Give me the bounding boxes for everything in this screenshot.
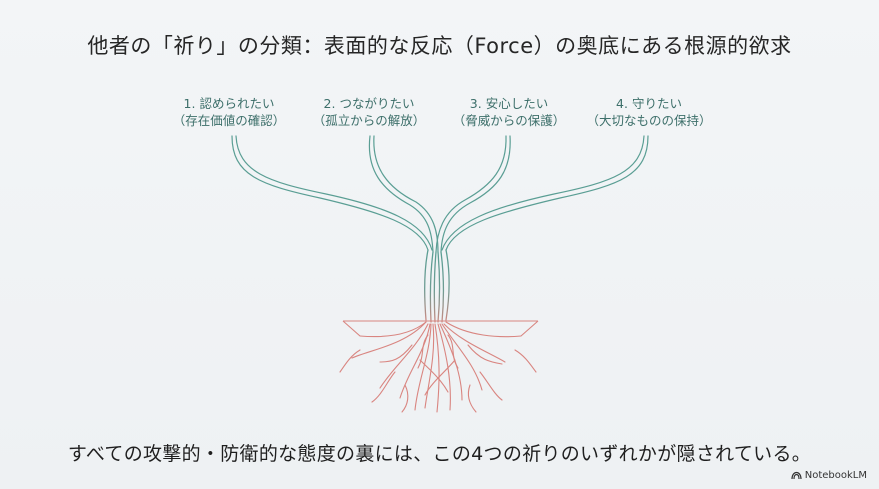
- summary-caption: すべての攻撃的・防衛的な態度の裏には、この4つの祈りのいずれかが隠されている。: [67, 443, 812, 465]
- ground-line: [342, 320, 539, 337]
- desire-subtitle: （存在価値の確認）: [172, 113, 286, 128]
- desire-title: 4. 守りたい: [616, 96, 682, 111]
- desire-label-safety: 3. 安心したい （脅威からの保護）: [434, 95, 584, 129]
- desire-label-connection: 2. つながりたい （孤立からの解放）: [294, 95, 444, 129]
- desire-subtitle: （脅威からの保護）: [452, 113, 566, 128]
- branch-3b: [435, 135, 507, 253]
- desire-label-recognition: 1. 認められたい （存在価値の確認）: [154, 95, 304, 129]
- branch-1b: [235, 135, 433, 251]
- brand-label: NotebookLM: [804, 470, 867, 481]
- slide-title: 他者の「祈り」の分類：表面的な反応（Force）の奥底にある根源的欲求: [87, 34, 792, 58]
- branch-2: [368, 135, 434, 253]
- branch-3: [440, 135, 511, 253]
- desire-title: 2. つながりたい: [323, 96, 415, 111]
- trunk: [424, 249, 450, 323]
- branch-1: [231, 135, 429, 251]
- brand-watermark: NotebookLM: [791, 470, 867, 481]
- root-group: [339, 321, 537, 413]
- branch-group: [231, 135, 649, 253]
- desire-label-protection: 4. 守りたい （大切なものの保持）: [574, 95, 724, 129]
- desire-subtitle: （孤立からの解放）: [312, 113, 426, 128]
- desire-title: 3. 安心したい: [469, 96, 549, 111]
- branch-2b: [373, 135, 439, 253]
- desire-subtitle: （大切なものの保持）: [586, 113, 712, 128]
- branch-4: [445, 135, 649, 251]
- desire-title: 1. 認められたい: [183, 96, 275, 111]
- branch-4b: [441, 135, 645, 251]
- notebooklm-logo-icon: [791, 471, 802, 480]
